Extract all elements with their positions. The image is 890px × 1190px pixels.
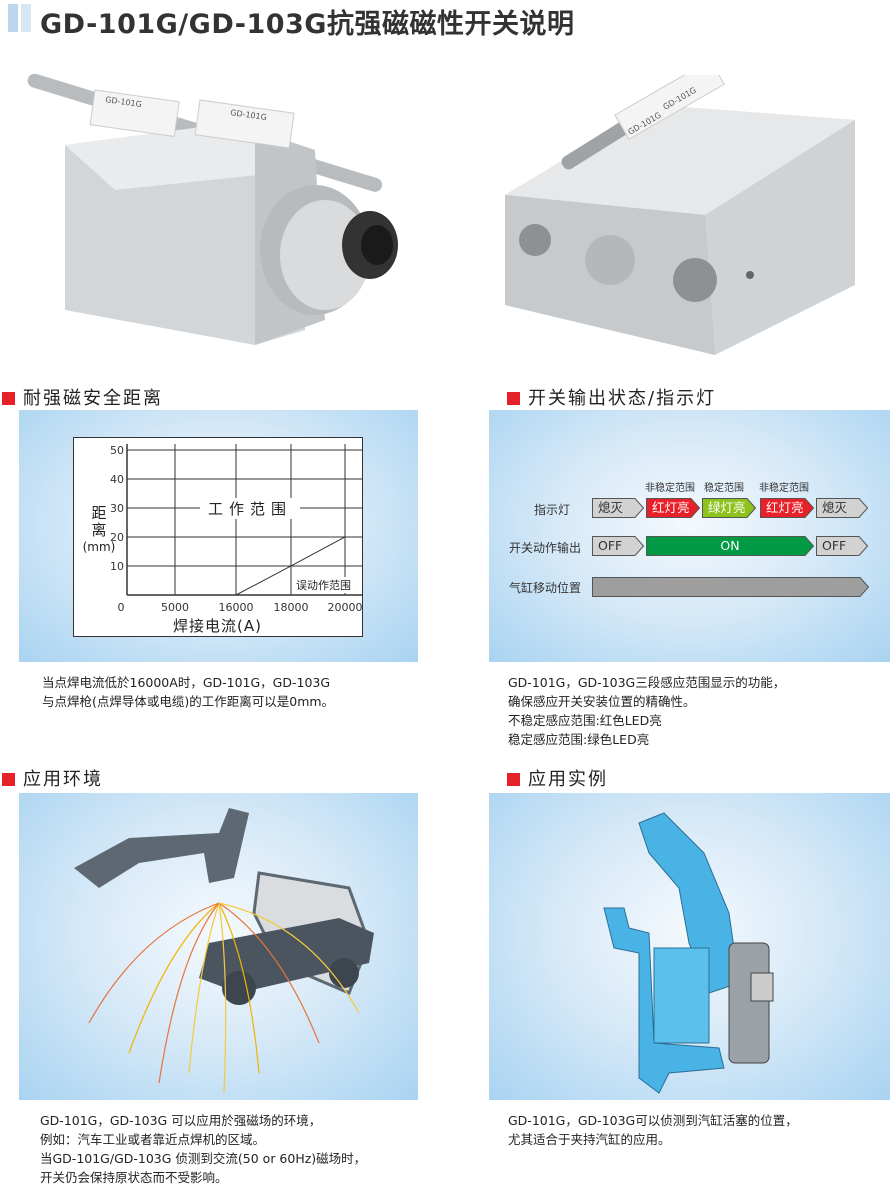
section-heading-distance: 耐强磁安全距离 <box>2 384 163 410</box>
product-photo-cylinder: GD-101G GD-101G <box>27 73 398 345</box>
x-axis-label: 焊接电流(A) <box>173 617 262 635</box>
state-label: 红灯亮 <box>766 500 804 515</box>
boundary-line <box>235 536 346 596</box>
title-decoration <box>8 4 18 32</box>
state-arrow <box>592 577 869 597</box>
y-tick-label: 10 <box>110 560 124 573</box>
row-label-position: 气缸移动位置 <box>509 581 582 595</box>
state-arrow: ON <box>646 536 814 556</box>
section-heading-example: 应用实例 <box>507 765 608 791</box>
range-label: 稳定范围 <box>704 483 744 494</box>
x-tick-label: 20000 <box>328 601 363 614</box>
x-tick-label: 18000 <box>274 601 309 614</box>
row-label-output: 开关动作输出 <box>509 541 582 555</box>
state-arrow: 红灯亮 <box>646 498 700 518</box>
state-label: OFF <box>822 538 847 553</box>
page-title: GD-101G/GD-103G抗强磁磁性开关说明 <box>40 9 575 40</box>
row-label-indicator: 指示灯 <box>534 503 571 517</box>
state-arrow: 熄灭 <box>816 498 868 518</box>
working-range-label: 工作范围 <box>200 498 301 519</box>
section-heading-output: 开关输出状态/指示灯 <box>507 384 716 410</box>
range-label: 非稳定范围 <box>645 483 695 494</box>
state-label: ON <box>720 538 740 553</box>
state-label: 熄灭 <box>598 500 624 515</box>
state-arrow: 熄灭 <box>592 498 644 518</box>
state-arrow: OFF <box>592 536 644 556</box>
state-label: 绿灯亮 <box>708 500 746 515</box>
y-axis-label: 距离(mm) <box>82 504 116 555</box>
y-tick-label: 50 <box>110 444 124 457</box>
output-description: GD-101G，GD-103G三段感应范围显示的功能，确保感应开关安装位置的精确… <box>508 675 786 747</box>
x-tick-label: 16000 <box>219 601 254 614</box>
state-label: 熄灭 <box>822 500 848 515</box>
title-decoration <box>21 4 31 32</box>
state-arrow: 绿灯亮 <box>702 498 756 518</box>
state-arrow: OFF <box>816 536 868 556</box>
environment-description: GD-101G，GD-103G 可以应用於强磁场的环境，例如：汽车工业或者靠近点… <box>40 1113 367 1185</box>
malfunction-range-label: 误动作范围 <box>296 577 351 593</box>
state-arrow: 红灯亮 <box>760 498 814 518</box>
range-label: 非稳定范围 <box>759 483 809 494</box>
section-heading-environment: 应用环境 <box>2 765 103 791</box>
chart-plot: 10 20 30 40 50 0 5000 16000 18000 20000 <box>110 444 363 614</box>
y-tick-label: 30 <box>110 502 124 515</box>
x-tick-label: 0 <box>118 601 125 614</box>
product-photo-slide-cylinder: GD-101G GD-101G <box>505 75 855 355</box>
example-description: GD-101G，GD-103G可以侦测到汽缸活塞的位置，尤其适合于夹持汽缸的应用… <box>508 1113 798 1147</box>
state-label: 红灯亮 <box>652 500 690 515</box>
y-tick-label: 40 <box>110 473 124 486</box>
x-tick-label: 5000 <box>161 601 189 614</box>
y-tick-label: 20 <box>110 531 124 544</box>
welding-robot-illustration <box>74 808 374 1094</box>
state-label: OFF <box>598 538 623 553</box>
clamp-cylinder-illustration <box>603 812 774 1094</box>
